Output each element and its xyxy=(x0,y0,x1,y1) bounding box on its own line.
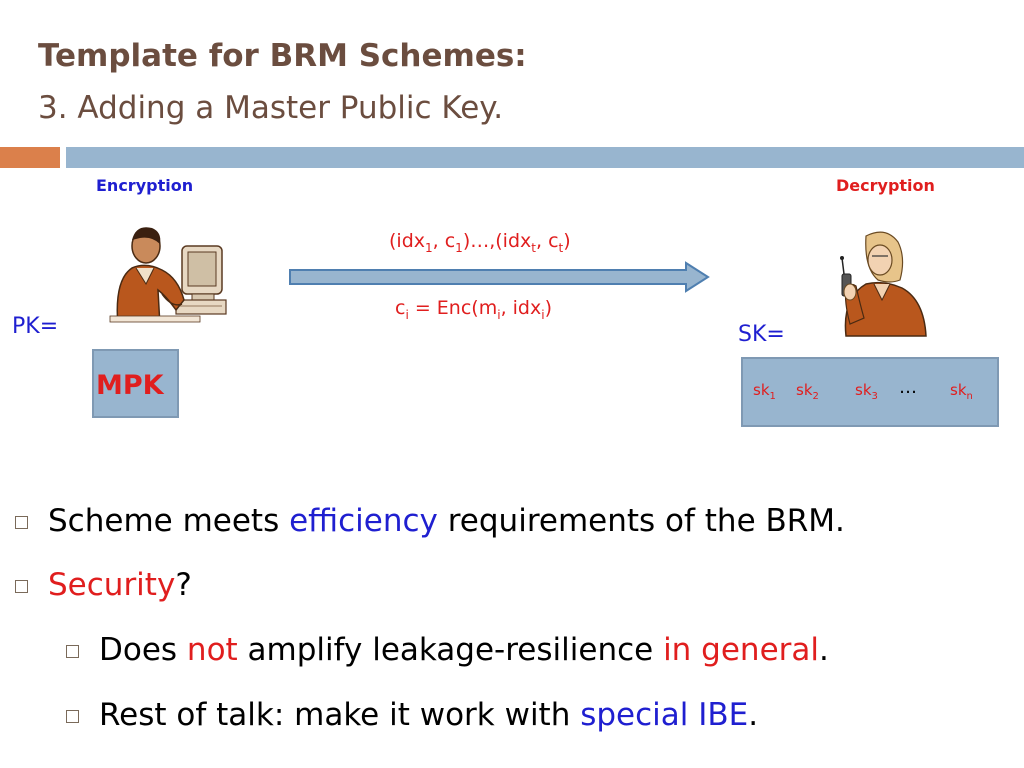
sk-label: SK= xyxy=(738,322,785,347)
mpk-label: MPK xyxy=(96,370,164,401)
ellipsis: … xyxy=(899,377,917,398)
decryption-label: Decryption xyxy=(836,176,935,195)
ciphertext-sequence: (idx1, c1)…,(idxt, ct) xyxy=(389,230,571,255)
square-bullet-icon xyxy=(15,516,28,529)
woman-with-phone-icon xyxy=(840,231,927,337)
encryption-label: Encryption xyxy=(96,176,194,195)
secret-key-share: sk3 xyxy=(855,381,878,402)
right-arrow-icon xyxy=(289,261,710,293)
header-bar-blue xyxy=(66,147,1024,168)
square-bullet-icon xyxy=(15,580,28,593)
slide-subtitle: 3. Adding a Master Public Key. xyxy=(38,90,504,126)
header-bar-orange xyxy=(0,147,60,168)
square-bullet-icon xyxy=(66,710,79,723)
square-bullet-icon xyxy=(66,645,79,658)
secret-key-share: skn xyxy=(950,381,973,402)
encryption-equation: ci = Enc(mi, idxi) xyxy=(395,297,552,322)
secret-key-share: sk1 xyxy=(753,381,776,402)
pk-label: PK= xyxy=(12,314,59,339)
secret-key-share: sk2 xyxy=(796,381,819,402)
man-at-computer-icon xyxy=(106,227,228,330)
secret-key-box xyxy=(741,357,999,427)
mpk-box xyxy=(92,349,179,418)
slide-title: Template for BRM Schemes: xyxy=(38,38,527,74)
